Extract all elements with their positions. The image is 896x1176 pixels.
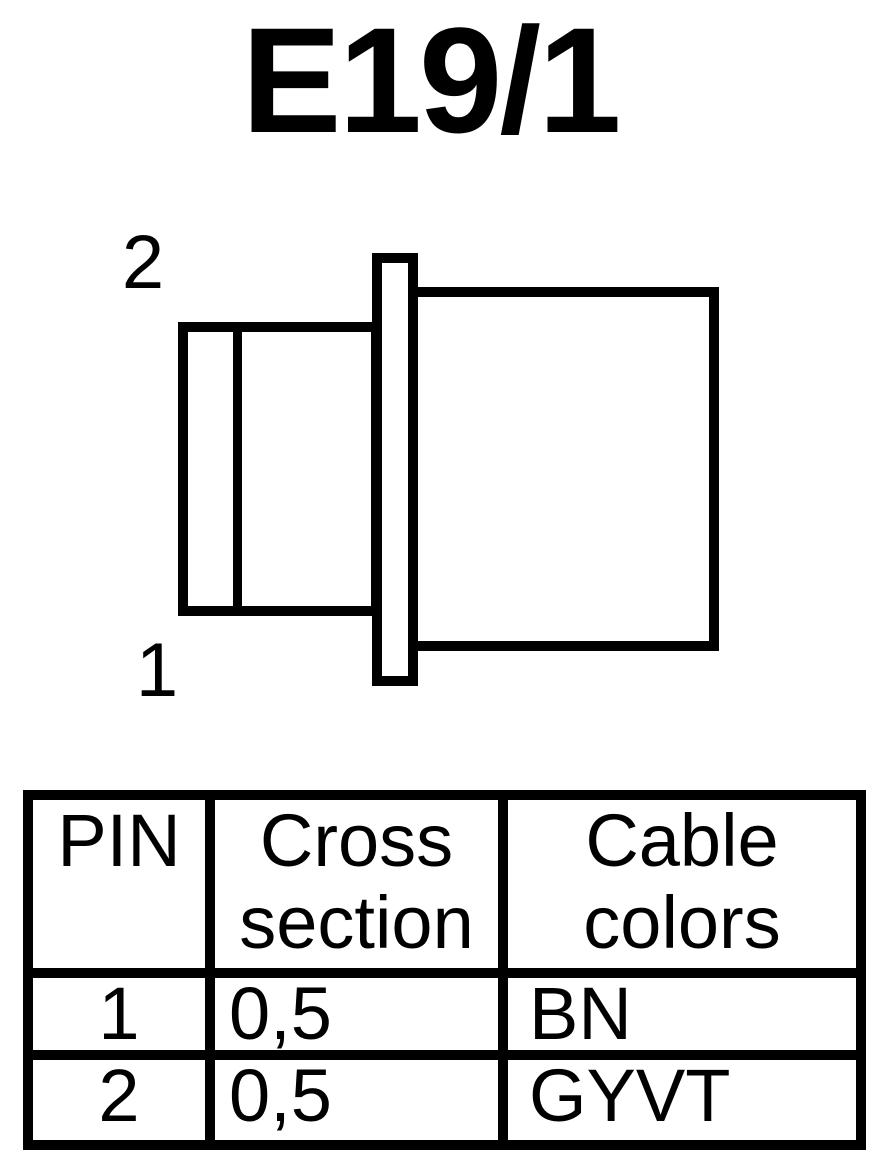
page-title: E19/1	[241, 0, 622, 164]
row2-pin-cell: 2	[33, 1060, 205, 1140]
row1-cable-color-cell: BN	[508, 978, 856, 1050]
terminal-block-divider-line	[233, 322, 242, 616]
row1-pin-cell: 1	[33, 978, 205, 1050]
col-header-cable-colors: Cable colors	[508, 800, 856, 968]
col-header-pin: PIN	[33, 800, 205, 968]
pin-table: PIN Cross section Cable colors 1 0,5 BN …	[23, 790, 866, 1150]
connector-terminal-block	[178, 322, 381, 616]
row1-cross-section-cell: 0,5	[215, 978, 498, 1050]
connector-housing	[408, 287, 719, 651]
connector-flange	[372, 253, 418, 686]
row2-cable-color-cell: GYVT	[508, 1060, 856, 1140]
pin-1-label: 1	[135, 628, 179, 713]
pin-2-label: 2	[121, 220, 165, 305]
row2-cross-section-cell: 0,5	[215, 1060, 498, 1140]
col-header-cross-section: Cross section	[215, 800, 498, 968]
